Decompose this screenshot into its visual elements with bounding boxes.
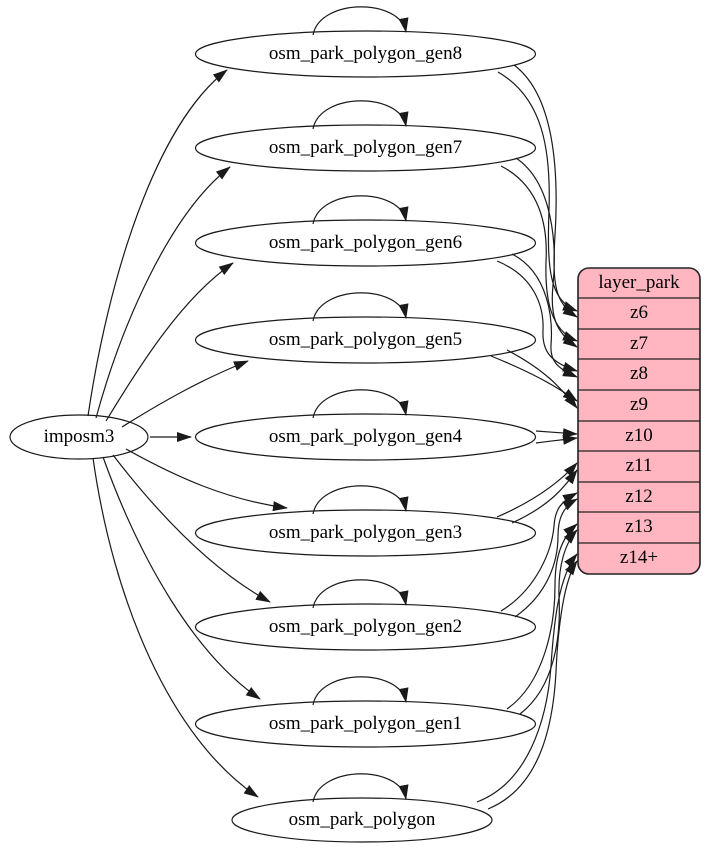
edge-gen8-z6-b — [513, 64, 578, 318]
node-ellipse-gen2 — [194, 603, 537, 651]
edge-polygon-z14-b — [487, 560, 578, 810]
edge-gen2-z12-b — [514, 498, 578, 618]
edge-gen5-z9-b — [506, 349, 578, 409]
node-ellipse-gen5 — [194, 316, 537, 364]
layer-table-row-separators — [578, 297, 700, 544]
edge-imposm3-gen2 — [112, 454, 271, 603]
edge-imposm3-gen6 — [105, 262, 234, 422]
self-loop-polygon — [312, 773, 409, 803]
edge-gen4-z10-a — [535, 428, 578, 439]
edge-gen6-z8-a — [496, 260, 578, 372]
edge-imposm3-gen3 — [125, 448, 288, 512]
edge-gen1-z13-a — [506, 523, 578, 710]
edge-imposm3-gen5 — [121, 360, 249, 428]
self-loop-gen7 — [312, 100, 409, 130]
node-ellipse-gen1 — [194, 700, 537, 748]
edge-gen3-z11-b — [511, 469, 578, 524]
edges-imposm3 — [87, 69, 288, 798]
self-loops — [312, 6, 409, 803]
edge-polygon-z14-a — [476, 553, 578, 803]
edge-imposm3-gen7 — [95, 166, 231, 419]
edge-gen6-z8-b — [511, 253, 578, 378]
edge-imposm3-gen1 — [102, 456, 261, 700]
self-loop-gen6 — [312, 195, 409, 225]
self-loop-gen3 — [312, 485, 409, 515]
edge-gen4-z10-b — [535, 434, 578, 445]
node-ellipse-gen8 — [194, 30, 537, 78]
node-ellipse-polygon — [231, 797, 493, 843]
node-shapes — [9, 30, 537, 843]
edge-gen1-z13-b — [519, 529, 578, 715]
edge-gen3-z11-a — [496, 462, 578, 518]
edge-gen5-z9-a — [490, 355, 578, 402]
edge-gen8-z6-a — [497, 71, 578, 312]
edge-imposm3-polygon — [92, 457, 259, 798]
self-loop-gen2 — [312, 579, 409, 609]
node-ellipse-imposm3 — [9, 414, 149, 460]
self-loop-gen1 — [312, 676, 409, 706]
edge-gen7-z7-b — [515, 157, 578, 348]
edges-to-layer-table — [476, 64, 578, 810]
node-ellipse-gen6 — [194, 219, 537, 267]
node-ellipse-gen4 — [194, 413, 537, 461]
self-loop-gen8 — [312, 6, 409, 36]
node-ellipse-gen7 — [194, 124, 537, 172]
node-ellipse-gen3 — [194, 509, 537, 557]
layer-table-shape — [577, 267, 701, 575]
self-loop-gen4 — [312, 389, 409, 419]
self-loop-gen5 — [312, 292, 409, 322]
edge-imposm3-gen8 — [87, 69, 228, 417]
